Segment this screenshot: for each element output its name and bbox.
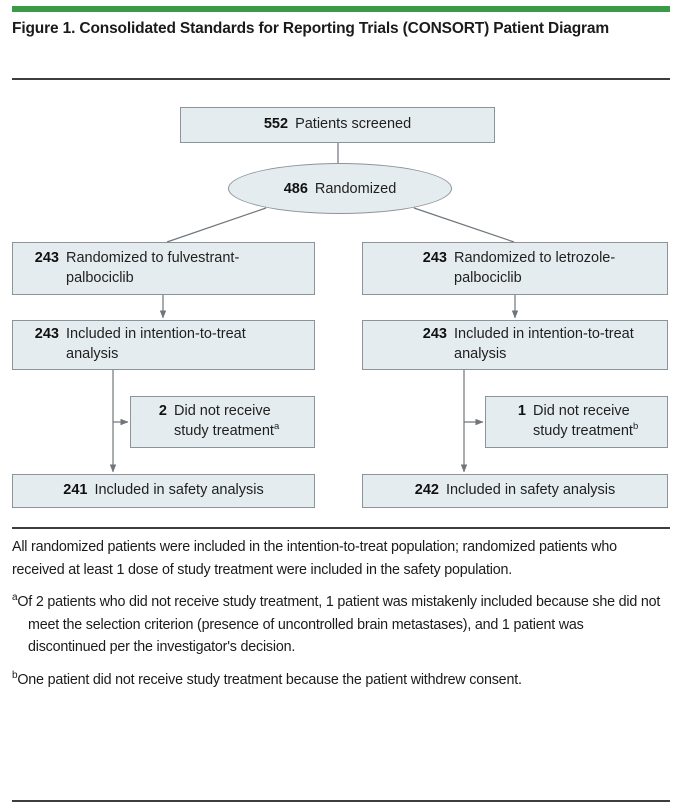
node-label: Did not receive study treatmenta: [174, 402, 302, 441]
node-count: 241: [63, 482, 88, 499]
node-label: Included in safety analysis: [445, 482, 616, 499]
node-count: 243: [34, 326, 59, 343]
node-label: Patients screened: [295, 116, 412, 133]
node-label-text: Did not receive study treatment: [174, 403, 274, 439]
node-count: 242: [414, 482, 439, 499]
node-count: 2: [158, 403, 167, 420]
footer-divider: [12, 527, 670, 529]
node-count: 243: [34, 249, 59, 266]
node-label: Did not receive study treatmentb: [533, 402, 655, 441]
node-left-safety-analysis[interactable]: 241 Included in safety analysis: [12, 474, 315, 508]
bottom-divider: [12, 800, 670, 802]
node-right-did-not-receive-treatment[interactable]: 1 Did not receive study treatmentb: [485, 396, 668, 448]
node-right-intention-to-treat[interactable]: 243 Included in intention-to-treat analy…: [362, 320, 668, 370]
footnote-b: bOne patient did not receive study treat…: [12, 669, 664, 692]
footnote-a-text: Of 2 patients who did not receive study …: [17, 594, 661, 656]
node-count: 243: [422, 326, 447, 343]
node-label: Randomized to fulvestrant-palbociclib: [66, 249, 240, 286]
node-patients-screened[interactable]: 552 Patients screened: [180, 107, 495, 143]
node-label-text: Did not receive study treatment: [533, 403, 633, 439]
node-label: Included in intention-to-treat analysis: [454, 326, 634, 362]
node-left-intention-to-treat[interactable]: 243 Included in intention-to-treat analy…: [12, 320, 315, 370]
node-right-randomized-arm[interactable]: 243 Randomized to letrozole-palbociclib: [362, 242, 668, 295]
node-left-did-not-receive-treatment[interactable]: 2 Did not receive study treatmenta: [130, 396, 315, 448]
node-label: Randomized to letrozole-palbociclib: [454, 249, 616, 286]
node-count: 486: [283, 180, 308, 197]
node-footnote-marker: b: [632, 421, 639, 433]
footnote-b-marker: b: [12, 670, 18, 682]
node-label: Randomized: [314, 180, 397, 197]
node-count: 243: [422, 249, 447, 266]
node-randomized[interactable]: 486 Randomized: [228, 163, 452, 214]
footnote-b-text: One patient did not receive study treatm…: [17, 671, 522, 688]
node-right-safety-analysis[interactable]: 242 Included in safety analysis: [362, 474, 668, 508]
node-label: Included in safety analysis: [94, 482, 264, 499]
figure-title: Figure 1. Consolidated Standards for Rep…: [12, 20, 610, 37]
node-count: 1: [517, 403, 526, 420]
node-label: Included in intention-to-treat analysis: [66, 326, 246, 362]
figure-notes: All randomized patients were included in…: [12, 536, 664, 701]
header-divider: [12, 78, 670, 80]
accent-bar: [12, 6, 670, 12]
footnote-a: aOf 2 patients who did not receive study…: [12, 591, 664, 659]
note-general: All randomized patients were included in…: [12, 539, 617, 578]
node-count: 552: [263, 116, 289, 133]
footnote-a-marker: a: [12, 592, 18, 604]
node-left-randomized-arm[interactable]: 243 Randomized to fulvestrant-palbocicli…: [12, 242, 315, 295]
node-footnote-marker: a: [273, 421, 280, 433]
